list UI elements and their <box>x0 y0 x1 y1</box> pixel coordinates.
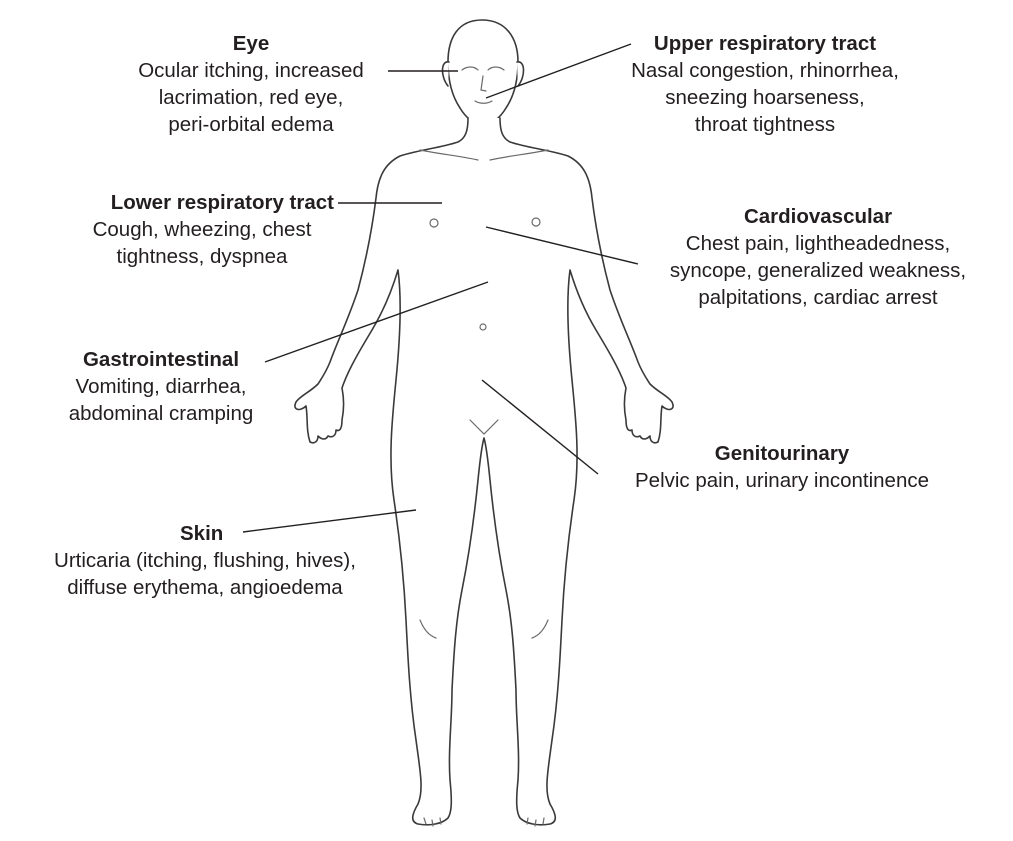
body-outline <box>294 117 674 826</box>
label-cardiovascular: Cardiovascular Chest pain, lightheadedne… <box>640 203 996 311</box>
genitourinary-line-1: Pelvic pain, urinary incontinence <box>635 469 929 492</box>
skin-title: Skin <box>180 522 224 545</box>
right-knee <box>531 619 549 639</box>
clavicle-right <box>489 149 549 161</box>
mouth <box>474 100 493 104</box>
head-outline <box>447 19 519 127</box>
upper-respiratory-line-3: throat tightness <box>694 113 836 136</box>
label-genitourinary: Genitourinary Pelvic pain, urinary incon… <box>600 440 964 494</box>
leader-cardiovascular <box>485 226 639 265</box>
gastrointestinal-line-2: abdominal cramping <box>68 402 254 425</box>
label-eye: Eye Ocular itching, increased lacrimatio… <box>101 30 401 138</box>
left-nipple <box>429 218 439 228</box>
label-skin: Skin Urticaria (itching, flushing, hives… <box>20 520 390 601</box>
genitourinary-title: Genitourinary <box>714 442 850 465</box>
clavicle-left <box>419 149 479 161</box>
label-upper-respiratory: Upper respiratory tract Nasal congestion… <box>600 30 930 138</box>
lower-respiratory-line-2: tightness, dyspnea <box>116 245 288 268</box>
label-gastrointestinal: Gastrointestinal Vomiting, diarrhea, abd… <box>36 346 286 427</box>
leader-upper-respiratory <box>485 43 632 99</box>
eye-line-3: peri-orbital edema <box>168 113 334 136</box>
upper-respiratory-line-1: Nasal congestion, rhinorrhea, <box>631 59 899 82</box>
left-toes <box>423 817 442 827</box>
cardiovascular-line-3: palpitations, cardiac arrest <box>698 286 938 309</box>
right-ear <box>516 61 525 87</box>
upper-respiratory-title: Upper respiratory tract <box>653 32 877 55</box>
left-ear <box>441 61 450 87</box>
nose <box>480 75 487 92</box>
cardiovascular-line-2: syncope, generalized weakness, <box>669 259 967 282</box>
navel <box>479 323 487 331</box>
left-knee <box>419 619 437 639</box>
gastrointestinal-title: Gastrointestinal <box>82 348 240 371</box>
skin-line-2: diffuse erythema, angioedema <box>67 576 343 599</box>
lower-respiratory-line-1: Cough, wheezing, chest <box>92 218 312 241</box>
cardiovascular-title: Cardiovascular <box>743 205 893 228</box>
groin <box>469 419 499 435</box>
leader-gastrointestinal <box>264 281 489 363</box>
eye-line-2: lacrimation, red eye, <box>158 86 344 109</box>
eye-title: Eye <box>232 32 270 55</box>
cardiovascular-line-1: Chest pain, lightheadedness, <box>685 232 951 255</box>
eye-line-1: Ocular itching, increased <box>138 59 364 82</box>
label-lower-respiratory: Lower respiratory tract Cough, wheezing,… <box>62 189 342 270</box>
skin-line-1: Urticaria (itching, flushing, hives), <box>54 549 356 572</box>
leader-genitourinary <box>481 379 599 475</box>
upper-respiratory-line-2: sneezing hoarseness, <box>665 86 865 109</box>
lower-respiratory-title: Lower respiratory tract <box>110 191 334 214</box>
left-eye <box>461 66 479 71</box>
gastrointestinal-line-1: Vomiting, diarrhea, <box>75 375 247 398</box>
right-toes <box>526 817 545 827</box>
leader-skin <box>242 509 417 533</box>
right-nipple <box>531 217 541 227</box>
right-eye <box>487 66 505 71</box>
